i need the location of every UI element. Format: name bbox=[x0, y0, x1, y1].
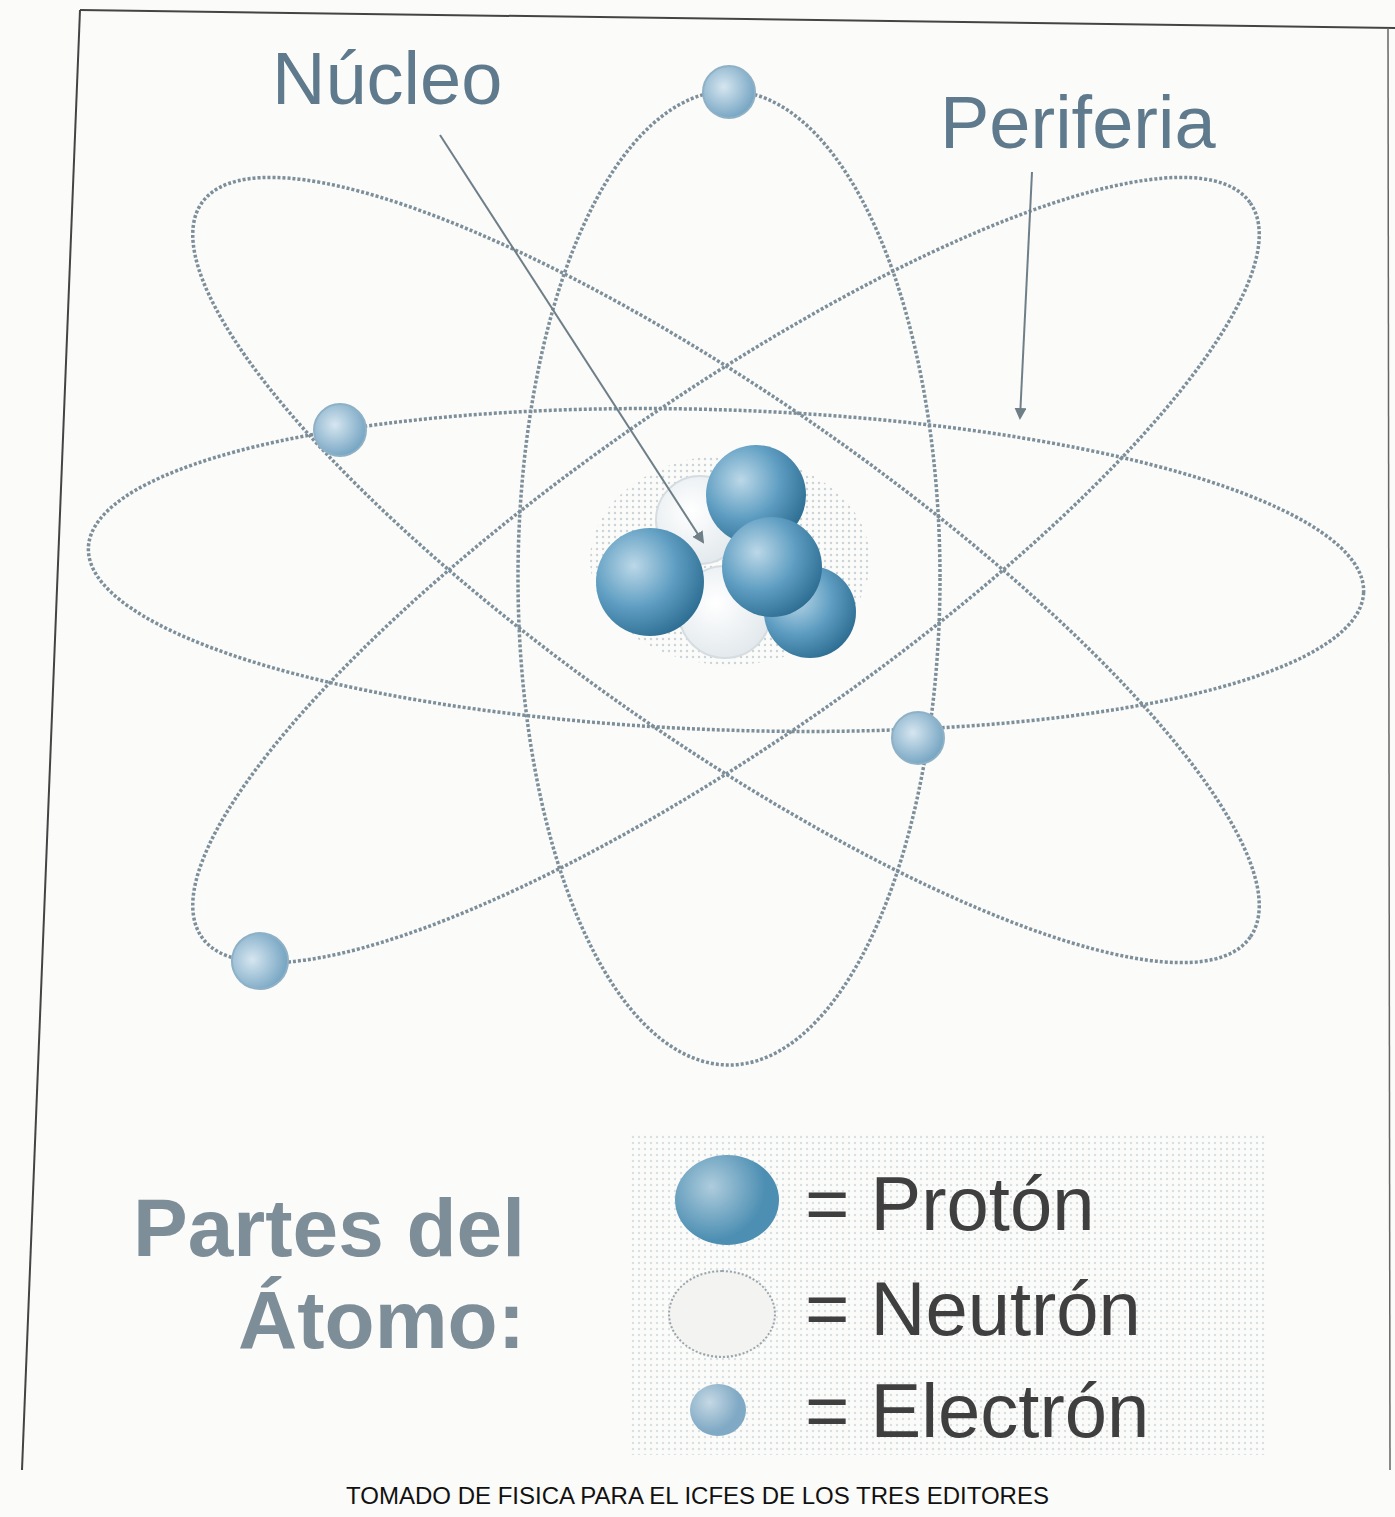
legend-text: = Neutrón bbox=[805, 1265, 1141, 1352]
nucleus bbox=[590, 445, 870, 665]
orbit bbox=[104, 64, 1348, 1077]
electron bbox=[314, 404, 366, 456]
legend-swatch bbox=[690, 1384, 746, 1436]
legend-text: = Protón bbox=[805, 1160, 1094, 1247]
part-label: Núcleo bbox=[272, 36, 502, 121]
frame-line bbox=[22, 10, 80, 1470]
orbit bbox=[83, 388, 1369, 752]
legend-swatch bbox=[675, 1155, 779, 1245]
legend-heading: Partes del Átomo: bbox=[70, 1182, 525, 1366]
orbit bbox=[518, 91, 940, 1065]
caption: TOMADO DE FISICA PARA EL ICFES DE LOS TR… bbox=[0, 1482, 1395, 1510]
legend-swatch bbox=[668, 1270, 776, 1358]
electron bbox=[221, 922, 299, 1000]
electron bbox=[703, 66, 755, 118]
orbits bbox=[83, 64, 1369, 1077]
legend-ground bbox=[630, 1135, 1265, 1455]
leader-line bbox=[1020, 172, 1032, 418]
part-label: Periferia bbox=[940, 80, 1216, 165]
orbit bbox=[104, 64, 1348, 1077]
proton bbox=[722, 517, 822, 617]
leader-line bbox=[440, 135, 703, 542]
frame-line bbox=[80, 10, 1395, 28]
proton bbox=[596, 528, 704, 636]
electron bbox=[892, 712, 944, 764]
electrons bbox=[221, 66, 944, 1000]
frame-line bbox=[1388, 28, 1390, 1470]
legend-text: = Electrón bbox=[805, 1367, 1149, 1454]
